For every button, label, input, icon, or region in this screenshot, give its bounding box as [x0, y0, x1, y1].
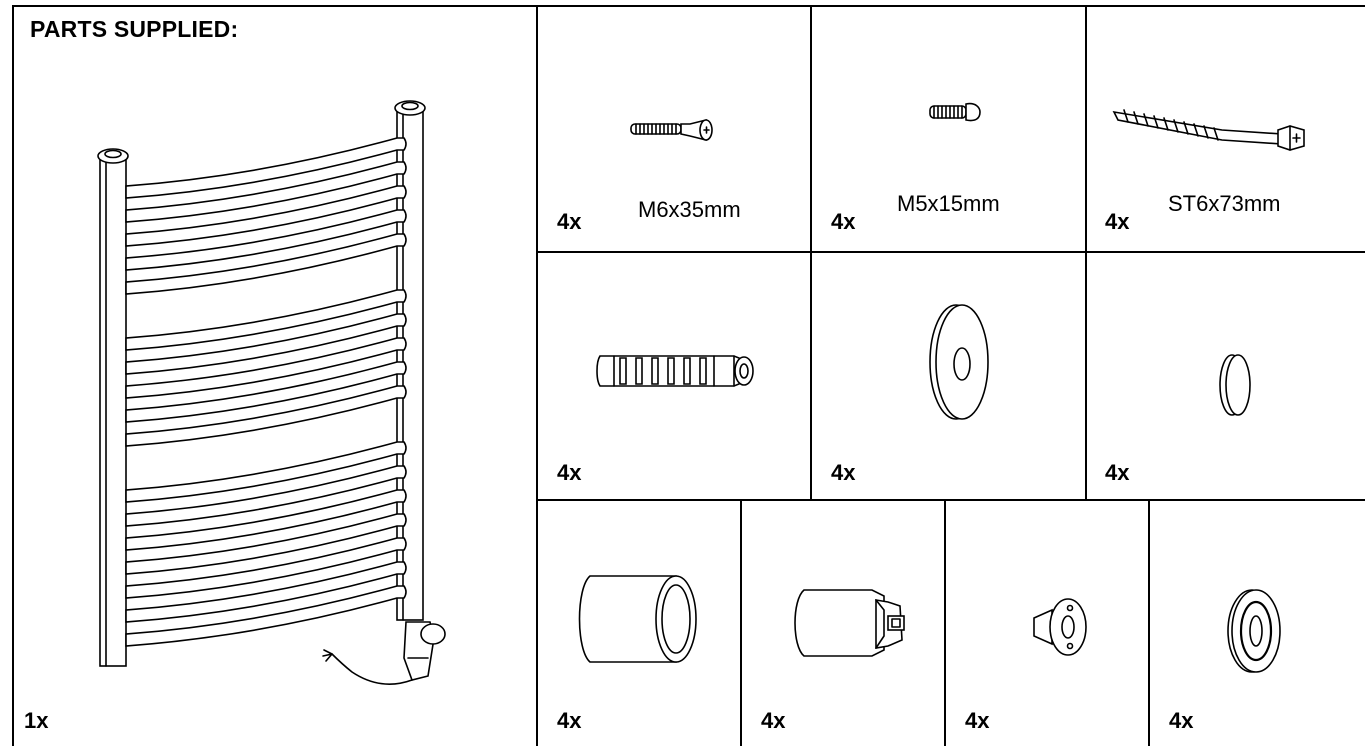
- border-left: [12, 5, 14, 746]
- divider-row2: [536, 499, 1365, 501]
- cap-disc-icon: [1219, 354, 1251, 416]
- mounting-adapter-icon: [1033, 598, 1087, 656]
- wall-plug-icon: [596, 355, 754, 387]
- divider-main: [536, 5, 538, 746]
- mounting-adapter-qty: 4x: [965, 708, 990, 733]
- washer-qty: 4x: [831, 460, 856, 485]
- oval-cover-icon: [1227, 589, 1281, 673]
- m5-screw-qty: 4x: [831, 209, 856, 234]
- divider-col-b: [1085, 5, 1087, 500]
- m5-screw-size: M5x15mm: [897, 191, 1000, 216]
- spacer-sleeve-icon: [578, 575, 697, 663]
- oval-cover-qty: 4x: [1169, 708, 1194, 733]
- divider-col-d: [944, 500, 946, 746]
- spacer-sleeve-qty: 4x: [557, 708, 582, 733]
- st6-screw-size: ST6x73mm: [1168, 191, 1281, 216]
- st6-screw-qty: 4x: [1105, 209, 1130, 234]
- divider-row1: [536, 251, 1365, 253]
- countersunk-screw-icon: [630, 118, 713, 142]
- flat-washer-icon: [929, 304, 989, 420]
- towel-rail-icon: [97, 100, 446, 685]
- m6-screw-size: M6x35mm: [638, 197, 741, 222]
- cap-disc-qty: 4x: [1105, 460, 1130, 485]
- divider-col-e: [1148, 500, 1150, 746]
- divider-col-c: [740, 500, 742, 746]
- wall-plug-qty: 4x: [557, 460, 582, 485]
- wood-screw-icon: [1112, 109, 1305, 151]
- bracket-sleeve-qty: 4x: [761, 708, 786, 733]
- page-title: PARTS SUPPLIED:: [30, 16, 239, 42]
- border-top: [12, 5, 1365, 7]
- button-head-screw-icon: [929, 102, 981, 122]
- m6-screw-qty: 4x: [557, 209, 582, 234]
- towel-rail-qty: 1x: [24, 708, 49, 733]
- bracket-sleeve-icon: [794, 589, 905, 657]
- divider-col-a: [810, 5, 812, 500]
